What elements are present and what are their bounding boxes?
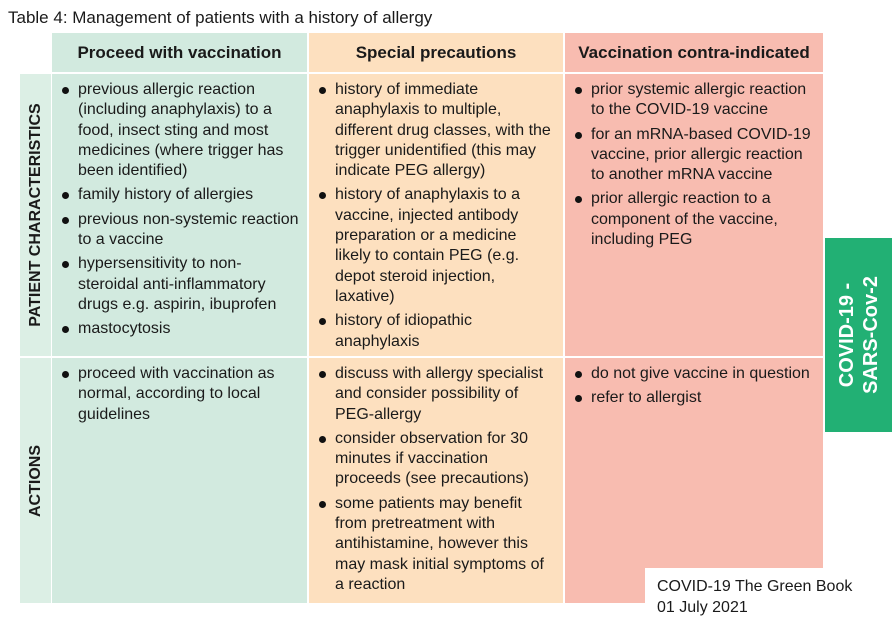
list-item: discuss with allergy specialist and cons… bbox=[317, 364, 555, 425]
list-item: for an mRNA-based COVID-19 vaccine, prio… bbox=[573, 125, 815, 186]
list-item: history of idiopathic anaphylaxis bbox=[317, 311, 555, 352]
bullet-list: do not give vaccine in question refer to … bbox=[573, 364, 815, 409]
list-item: do not give vaccine in question bbox=[573, 364, 815, 384]
list-item: consider observation for 30 minutes if v… bbox=[317, 429, 555, 490]
list-item: some patients may benefit from pretreatm… bbox=[317, 494, 555, 595]
table-cell: previous allergic reaction (including an… bbox=[52, 74, 307, 356]
header-proceed: Proceed with vaccination bbox=[52, 33, 307, 72]
table-cell: prior systemic allergic reaction to the … bbox=[565, 74, 823, 356]
list-item: prior allergic reaction to a component o… bbox=[573, 189, 815, 250]
section-tab: COVID-19 -SARS-Cov-2 bbox=[825, 238, 892, 432]
bullet-list: proceed with vaccination as normal, acco… bbox=[60, 364, 299, 425]
footnote-date: 01 July 2021 bbox=[657, 599, 748, 616]
source-footnote: COVID-19 The Green Book 01 July 2021 bbox=[645, 568, 892, 632]
list-item: mastocytosis bbox=[60, 319, 299, 339]
list-item: proceed with vaccination as normal, acco… bbox=[60, 364, 299, 425]
list-item: history of immediate anaphylaxis to mult… bbox=[317, 80, 555, 181]
list-item: family history of allergies bbox=[60, 185, 299, 205]
list-item: hypersensitivity to non-steroidal anti-i… bbox=[60, 254, 299, 315]
table-cell: discuss with allergy specialist and cons… bbox=[309, 358, 563, 603]
list-item: history of anaphylaxis to a vaccine, inj… bbox=[317, 185, 555, 307]
table-cell: proceed with vaccination as normal, acco… bbox=[52, 358, 307, 603]
bullet-list: previous allergic reaction (including an… bbox=[60, 80, 299, 340]
bullet-list: prior systemic allergic reaction to the … bbox=[573, 80, 815, 250]
list-item: previous non-systemic reaction to a vacc… bbox=[60, 210, 299, 251]
list-item: refer to allergist bbox=[573, 388, 815, 408]
table-cell: do not give vaccine in question refer to … bbox=[565, 358, 823, 603]
list-item: previous allergic reaction (including an… bbox=[60, 80, 299, 181]
row-label-actions: ACTIONS bbox=[20, 358, 51, 603]
header-precautions: Special precautions bbox=[309, 33, 563, 72]
footnote-title: COVID-19 The Green Book bbox=[657, 578, 853, 595]
list-item: prior systemic allergic reaction to the … bbox=[573, 80, 815, 121]
row-label-patient-characteristics: PATIENT CHARACTERISTICS bbox=[20, 74, 51, 356]
bullet-list: history of immediate anaphylaxis to mult… bbox=[317, 80, 555, 352]
header-contraindicated: Vaccination contra-indicated bbox=[565, 33, 823, 72]
table-cell: history of immediate anaphylaxis to mult… bbox=[309, 74, 563, 356]
bullet-list: discuss with allergy specialist and cons… bbox=[317, 364, 555, 595]
table-title: Table 4: Management of patients with a h… bbox=[8, 8, 433, 27]
